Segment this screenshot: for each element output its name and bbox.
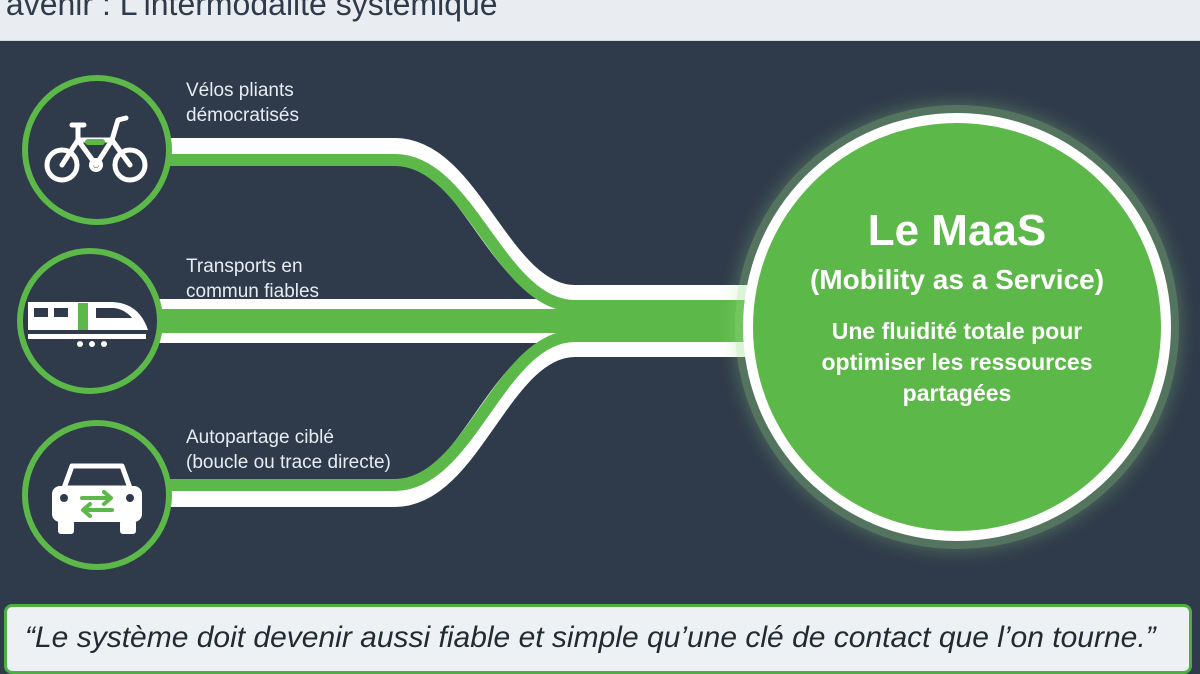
title-bar: L'avenir : L'intermodalité systémique — [0, 0, 1200, 41]
hub-content: Le MaaS (Mobility as a Service) Une flui… — [742, 112, 1172, 542]
bike-node — [22, 75, 172, 225]
train-icon — [28, 302, 148, 347]
car-sharing-icon — [52, 463, 142, 534]
quote-box: “Le système doit devenir aussi fiable et… — [4, 604, 1192, 674]
mode-label-carsharing: Autopartage ciblé (boucle ou trace direc… — [186, 427, 391, 473]
car-node — [22, 420, 172, 570]
page-title: L'avenir : L'intermodalité systémique — [0, 0, 498, 22]
train-node — [17, 248, 163, 394]
mode-label-transit: Transports en commun fiables — [186, 256, 320, 302]
hub-description: Une fluidité totale pour optimiser les r… — [821, 317, 1093, 406]
quote-text: “Le système doit devenir aussi fiable et… — [25, 621, 1156, 654]
bicycle-icon — [44, 115, 148, 183]
flow-paths — [145, 138, 760, 507]
path-car-green — [170, 330, 760, 491]
hub-subtitle: (Mobility as a Service) — [809, 263, 1105, 295]
maas-hub — [735, 105, 1179, 549]
mode-label-bike: Vélos pliants démocratisés — [186, 80, 299, 126]
hub-title: Le MaaS — [867, 205, 1047, 255]
path-bike-green — [170, 154, 760, 312]
intermodality-diagram — [17, 75, 1179, 570]
